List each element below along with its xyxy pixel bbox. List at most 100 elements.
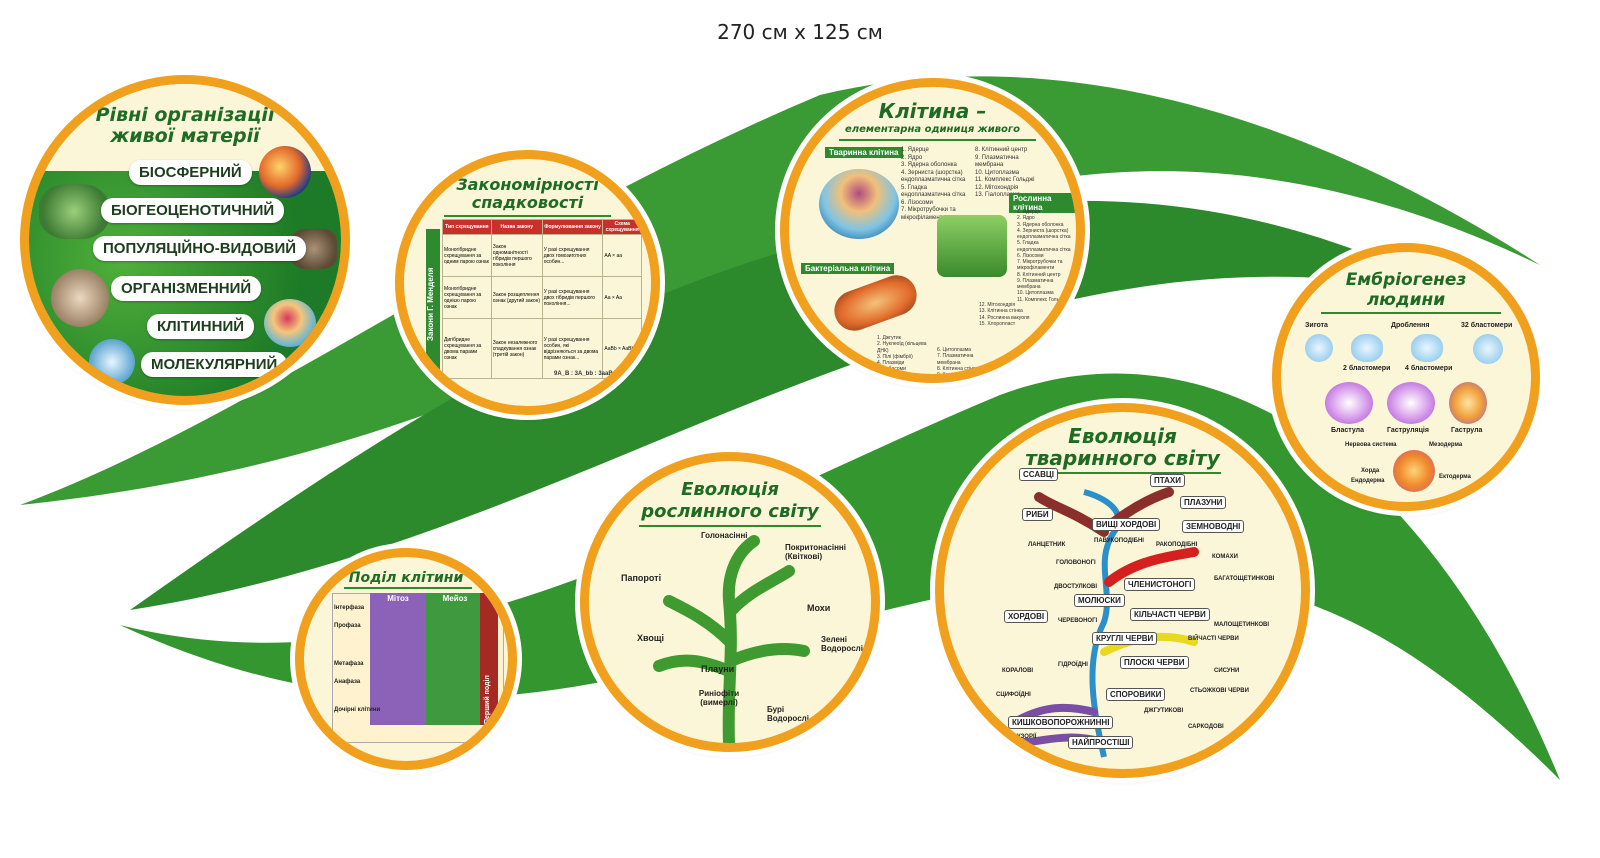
heredity-cell: Дигібридне схрещування за двома парами о… xyxy=(442,318,492,379)
meiosis-header: Мейоз xyxy=(426,593,484,725)
embryo-label-gastrula: Гаструла xyxy=(1451,427,1483,434)
animals-title-underline xyxy=(1024,472,1221,474)
cell-title-line1: Клітина – xyxy=(878,99,987,123)
list-item: 3. Пілі (фімбрії) xyxy=(877,353,913,360)
list-item: 8. Клітинна стінка xyxy=(937,365,979,372)
animal-cell-image xyxy=(819,169,899,239)
plants-label-ferns: Папороті xyxy=(621,573,662,583)
plant-cell-list: 1. Ядерце 2. Ядро 3. Ядерна оболонка 4. … xyxy=(1017,209,1076,303)
embryo-label-32: 32 бластомери xyxy=(1461,322,1513,329)
level-cellular: КЛІТИННИЙ xyxy=(147,314,255,339)
list-item: 8. Клітинний центр xyxy=(975,147,1028,153)
list-item: 11. Комплекс Гольджі xyxy=(975,177,1035,183)
animal-cell-list-1: 1. Ядерце 2. Ядро 3. Ядерна оболонка 4. … xyxy=(901,147,971,222)
plants-title-underline xyxy=(639,525,821,527)
list-item: 10. Цитоплазма xyxy=(975,169,1020,176)
list-item: 13. Клітинна стінка xyxy=(979,308,1023,315)
bacteria-cell-list-2: 6. Цитоплазма 7. Плазматична мембрана 8.… xyxy=(937,347,987,378)
division-circle: Поділ клітини Мітоз Мейоз Перший поділ І… xyxy=(295,548,517,770)
animals-label-bivalves: ДВОСТУЛКОВІ xyxy=(1054,584,1098,590)
phase-metaphase: Метафаза xyxy=(334,661,364,667)
heredity-cell: У разі схрещування двох гомозиготних осо… xyxy=(541,234,604,277)
list-item: 12. Мітохондрія xyxy=(975,184,1019,191)
embryo-label-endoderm: Ендодерма xyxy=(1351,478,1385,484)
list-item: 9. Плазматична мембрана xyxy=(975,154,1019,169)
animals-tag-birds: ПТАХИ xyxy=(1150,474,1185,487)
animals-tag-higher-chordates: ВИЩІ ХОРДОВІ xyxy=(1092,518,1161,531)
list-item: 2. Ядро xyxy=(1017,215,1035,222)
animals-tag-flatworms: ПЛОСКІ ЧЕРВИ xyxy=(1120,656,1189,669)
animals-tag-arthropods: ЧЛЕНИСТОНОГІ xyxy=(1124,578,1196,591)
heredity-table: Тип схрещування Назва закону Формулюванн… xyxy=(442,219,642,379)
list-item: 7. Мікротрубочки та мікрофіламенти xyxy=(901,207,956,221)
embryo-label-chord: Хорда xyxy=(1361,468,1380,474)
list-item: 8. Клітинний центр xyxy=(1017,271,1061,278)
gastrula-image xyxy=(1449,382,1487,424)
blastula-image xyxy=(1325,382,1373,424)
animal-cell-list-2: 8. Клітинний центр 9. Плазматична мембра… xyxy=(975,147,1045,200)
animals-label-crustaceans: РАКОПОДІБНІ xyxy=(1156,542,1198,548)
animal-cell-label: Тваринна клітина xyxy=(825,147,903,158)
animals-circle: Еволюція тваринного світу ССАВЦІ ПТАХИ П… xyxy=(935,403,1310,778)
animals-label-ciliates: ІНФУЗОРІЇ xyxy=(1006,734,1037,740)
rabbit-image xyxy=(51,269,109,327)
heredity-circle: Закономірності спадковості Закони Г. Мен… xyxy=(395,150,660,415)
plants-circle: Еволюція рослинного світу Голонасінні По… xyxy=(580,452,880,752)
level-organismal: ОРГАНІЗМЕННИЙ xyxy=(111,276,262,301)
animals-title-line1: Еволюція xyxy=(1068,424,1177,448)
embryo-label-ectoderm: Ектодерма xyxy=(1439,474,1471,480)
bacteria-cell-image xyxy=(828,269,923,337)
list-item: 1. Джгутик xyxy=(877,335,901,341)
list-item: 4. Зерниста (шорстка) ендоплазматична сі… xyxy=(901,169,966,184)
levels-title-line2: живої матерії xyxy=(110,125,260,147)
two-blastomeres-image xyxy=(1351,334,1383,362)
list-item: 5. Гладка ендоплазматична сітка xyxy=(901,184,966,199)
list-item: 11. Комплекс Гольджі xyxy=(1017,296,1067,303)
list-item: 1. Ядерце xyxy=(1017,209,1041,215)
heredity-header-type: Тип схрещування xyxy=(442,219,492,235)
list-item: 15. Хлоропласт xyxy=(979,320,1016,327)
animals-tag-mollusks: МОЛЮСКИ xyxy=(1074,594,1125,607)
phase-prophase: Профаза xyxy=(334,623,361,629)
level-molecular: МОЛЕКУЛЯРНИЙ xyxy=(141,352,288,377)
heredity-cell: Моногібридне схрещування за одним парою … xyxy=(442,234,492,277)
heredity-cell: Закон одноманітності гібридів першого по… xyxy=(490,234,543,277)
heredity-cell: У разі схрещування двох гібридів першого… xyxy=(541,276,604,319)
heredity-side-label: Закони Г. Менделя xyxy=(426,229,440,379)
embryo-title-line2: людини xyxy=(1366,290,1446,310)
animals-tag-annelids: КІЛЬЧАСТІ ЧЕРВИ xyxy=(1130,608,1210,621)
list-item: 6. Лізосоми xyxy=(901,199,933,206)
animals-label-cephalopods: ГОЛОВОНОГІ xyxy=(1056,560,1096,566)
cell-image xyxy=(264,299,316,347)
list-item: 5. Рибосоми xyxy=(877,366,906,373)
list-item: 4. Зерниста (шорстка) ендоплазматична сі… xyxy=(1017,227,1071,240)
embryo-label-mesoderm: Мезодерма xyxy=(1429,442,1463,448)
mitosis-header: Мітоз xyxy=(370,593,426,725)
embryo-label-4: 4 бластомери xyxy=(1405,365,1453,372)
morula-image xyxy=(1473,334,1503,364)
level-biosphere: БІОСФЕРНИЙ xyxy=(129,160,252,185)
embryo-label-zygote: Зигота xyxy=(1305,322,1328,329)
animals-label-nemerteans: СТЬОЖКОВІ ЧЕРВИ xyxy=(1190,688,1249,694)
embryo-label-nervous: Нервова система xyxy=(1345,442,1397,448)
first-division-label: Перший поділ xyxy=(480,593,498,725)
list-item: 1. Ядерце xyxy=(901,147,929,153)
levels-circle: Рівні організації живої матерії БІОСФЕРН… xyxy=(20,75,350,405)
level-biogeocenotic: БІОГЕОЦЕНОТИЧНИЙ xyxy=(101,198,285,223)
heredity-header-formulation: Формулювання закону xyxy=(541,219,604,235)
molecule-image xyxy=(89,339,135,385)
list-item: 13. Гіалоплазма xyxy=(975,192,1021,198)
bacteria-cell-label: Бактеріальна клітина xyxy=(801,263,895,274)
heredity-cell: Aa × Aa xyxy=(602,276,642,319)
plants-title-line2: рослинного світу xyxy=(641,501,819,522)
list-item: 9. Капсула xyxy=(937,372,962,378)
heredity-cell: AA × aa xyxy=(602,234,642,277)
list-item: 6. Лізосоми xyxy=(1017,252,1044,259)
plant-cell-image xyxy=(937,215,1007,277)
cell-title-underline xyxy=(839,139,1036,141)
heredity-cell: Закон розщеплення ознак (другий закон) xyxy=(490,276,543,319)
cell-title-line2: елементарна одиниця живого xyxy=(844,124,1021,135)
embryo-title-line1: Ембріогенез xyxy=(1345,270,1467,290)
list-item: 7. Плазматична мембрана xyxy=(937,353,974,366)
list-item: 3. Ядерна оболонка xyxy=(1017,221,1064,228)
